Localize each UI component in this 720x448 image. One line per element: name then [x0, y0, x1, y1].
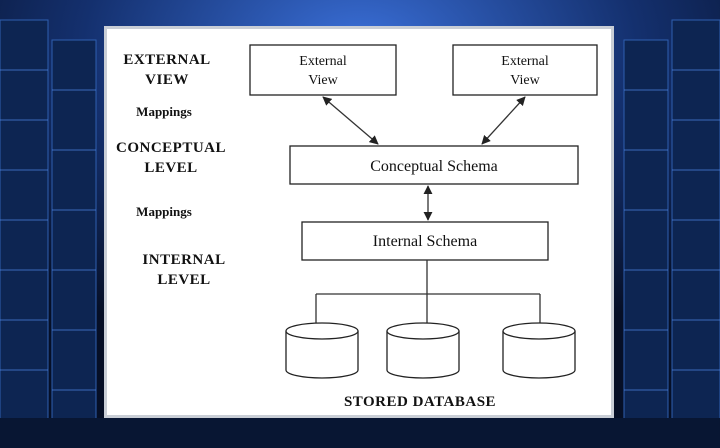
external-view-box-2-text-line2: View — [510, 73, 540, 88]
conceptual-level-label-line2: LEVEL — [144, 160, 197, 176]
mappings-label-bottom: Mappings — [136, 204, 192, 219]
external-view-label-line1: EXTERNAL — [123, 52, 210, 68]
database-cylinder-icon-2 — [386, 322, 460, 379]
stored-database-label: STORED DATABASE — [344, 394, 496, 410]
database-cylinder-icon-3 — [502, 322, 576, 379]
internal-schema-box — [301, 221, 549, 261]
external-view-box-1-text-line2: View — [308, 73, 338, 88]
conceptual-level-label-line1: CONCEPTUAL — [116, 140, 226, 156]
external-view-box-1 — [249, 44, 397, 96]
external-view-box-2-text-line1: External — [501, 54, 549, 69]
internal-level-label-line2: LEVEL — [157, 272, 210, 288]
database-cylinder-icon-1 — [285, 322, 359, 379]
conceptual-schema-box — [289, 145, 579, 185]
conceptual-schema-text: Conceptual Schema — [370, 158, 498, 175]
mapping-arrow-right — [481, 96, 526, 145]
mappings-label-top: Mappings — [136, 104, 192, 119]
external-view-box-1-text-line1: External — [299, 54, 347, 69]
internal-level-label-line1: INTERNAL — [142, 252, 225, 268]
mapping-arrow-left — [322, 96, 379, 145]
internal-schema-text: Internal Schema — [373, 233, 477, 250]
external-view-box-2 — [452, 44, 598, 96]
external-view-label-line2: VIEW — [145, 72, 189, 88]
